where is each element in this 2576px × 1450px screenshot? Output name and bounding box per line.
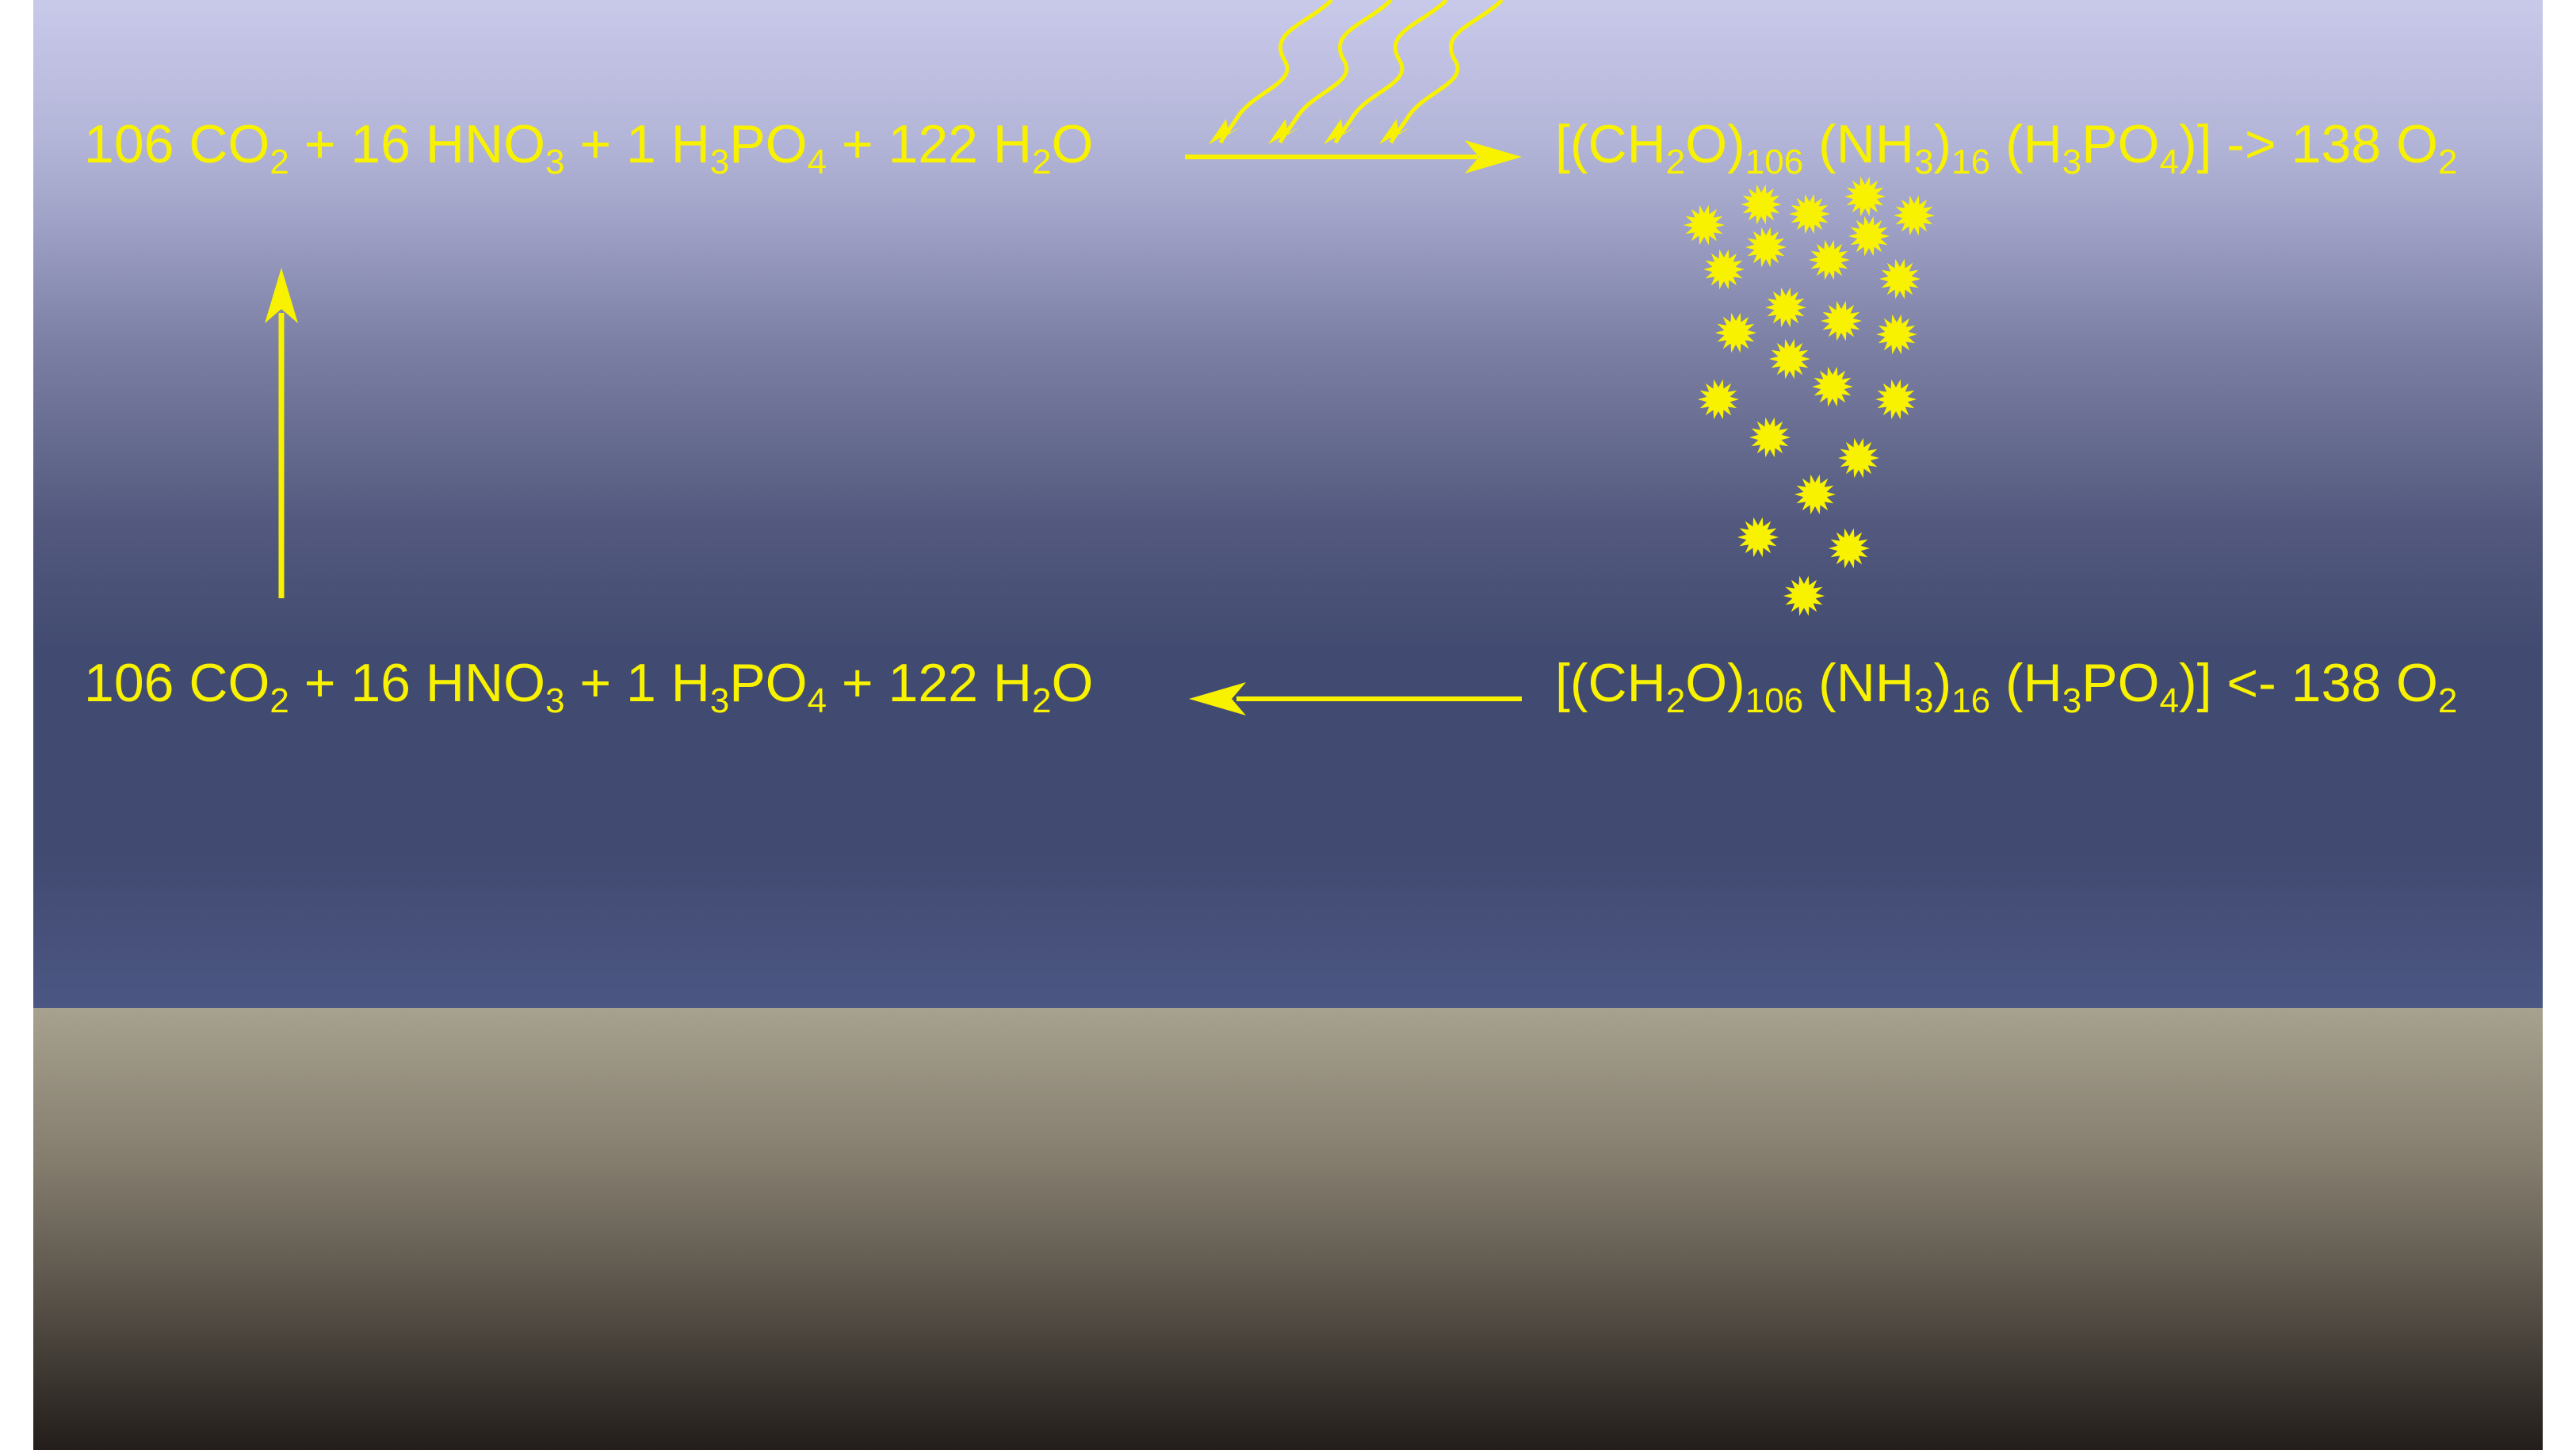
organic-particle-icon bbox=[1821, 300, 1862, 342]
organic-particle-icon bbox=[1737, 517, 1779, 558]
organic-particle-icon bbox=[1769, 338, 1810, 380]
organic-particle-icon bbox=[1809, 239, 1850, 280]
bottom-arrow bbox=[1189, 682, 1522, 715]
organic-particle-icon bbox=[1741, 184, 1782, 225]
organic-particle-icon bbox=[1879, 258, 1921, 300]
ray-arrowhead bbox=[1268, 119, 1300, 144]
organic-particle-icon bbox=[1749, 417, 1791, 458]
ray-arrowhead bbox=[1379, 119, 1411, 144]
bottom-left-equation: 106 CO2 + 16 HNO3 + 1 H3PO4 + 122 H2O bbox=[84, 653, 1094, 720]
top-arrow bbox=[1185, 140, 1522, 174]
top-left-equation: 106 CO2 + 16 HNO3 + 1 H3PO4 + 122 H2O bbox=[84, 114, 1094, 181]
organic-particle-icon bbox=[1794, 474, 1836, 515]
organic-particle-icon bbox=[1698, 379, 1739, 420]
ray-arrowhead bbox=[1324, 119, 1355, 144]
sunlight-ray-icon bbox=[1218, 0, 1333, 144]
sinking-particles bbox=[1684, 176, 1935, 616]
organic-particle-icon bbox=[1745, 227, 1787, 268]
organic-particle-icon bbox=[1812, 366, 1853, 407]
water-column bbox=[33, 0, 2543, 1008]
organic-particle-icon bbox=[1703, 249, 1745, 290]
sunlight-rays bbox=[1209, 0, 1504, 144]
organic-particle-icon bbox=[1829, 528, 1870, 569]
arrow-icon bbox=[1189, 682, 1246, 715]
arrow-icon bbox=[1465, 140, 1522, 174]
sunlight-ray-icon bbox=[1389, 0, 1504, 144]
organic-particle-icon bbox=[1765, 287, 1806, 328]
organic-particle-icon bbox=[1684, 204, 1725, 246]
organic-particle-icon bbox=[1844, 176, 1886, 217]
organic-particle-icon bbox=[1894, 195, 1935, 236]
organic-particle-icon bbox=[1875, 379, 1917, 420]
sunlight-ray-icon bbox=[1333, 0, 1448, 144]
top-right-equation: [(CH2O)106 (NH3)16 (H3PO4)] -> 138 O2 bbox=[1555, 114, 2458, 181]
organic-particle-icon bbox=[1838, 437, 1879, 479]
sunlight-ray-icon bbox=[1278, 0, 1393, 144]
organic-particle-icon bbox=[1848, 216, 1890, 257]
organic-particle-icon bbox=[1789, 193, 1830, 235]
organic-particle-icon bbox=[1715, 312, 1756, 353]
upwelling-arrow bbox=[265, 268, 298, 598]
ray-arrowhead bbox=[1209, 119, 1240, 144]
sediment-layer bbox=[33, 1008, 2543, 1450]
organic-particle-icon bbox=[1783, 575, 1825, 616]
arrow-icon bbox=[265, 268, 298, 323]
bottom-right-equation: [(CH2O)106 (NH3)16 (H3PO4)] <- 138 O2 bbox=[1555, 653, 2458, 720]
organic-particle-icon bbox=[1876, 314, 1917, 355]
